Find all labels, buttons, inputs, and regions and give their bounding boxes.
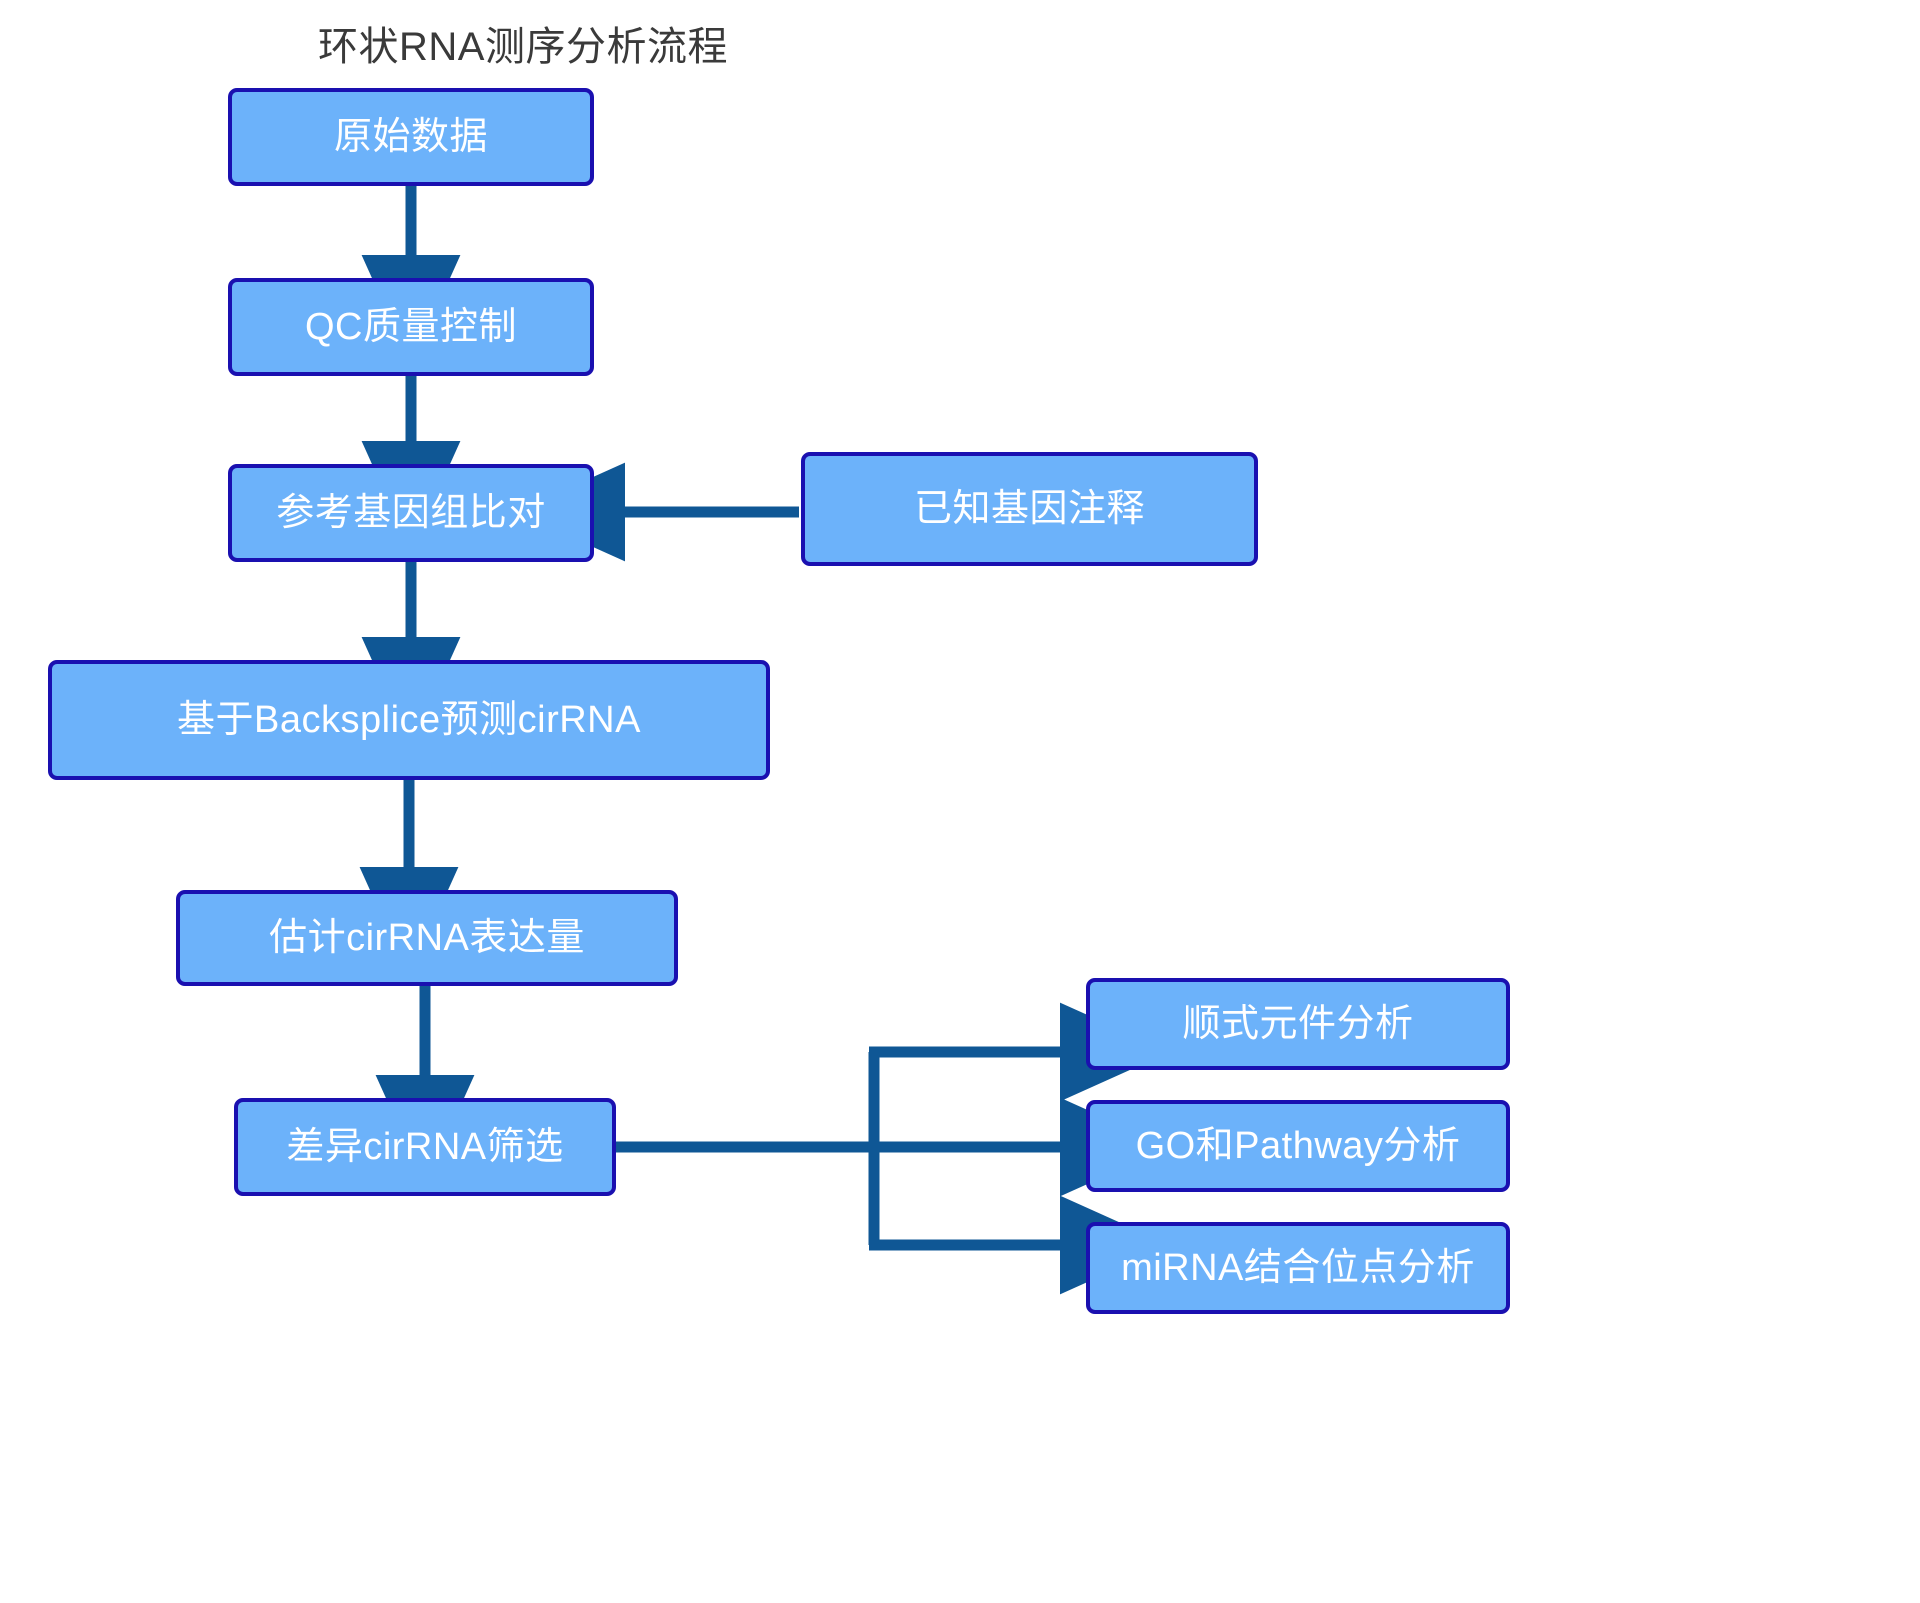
node-expression[interactable]: 估计cirRNA表达量 bbox=[176, 890, 678, 986]
node-raw-data[interactable]: 原始数据 bbox=[228, 88, 594, 186]
edge-diff-branch-trunk bbox=[616, 1052, 880, 1245]
page-title: 环状RNA测序分析流程 bbox=[318, 25, 728, 69]
node-backsplice[interactable]: 基于Backsplice预测cirRNA bbox=[48, 660, 770, 780]
node-go-pathway[interactable]: GO和Pathway分析 bbox=[1086, 1100, 1510, 1192]
node-cis-element[interactable]: 顺式元件分析 bbox=[1086, 978, 1510, 1070]
node-qc[interactable]: QC质量控制 bbox=[228, 278, 594, 376]
node-diff-screen[interactable]: 差异cirRNA筛选 bbox=[234, 1098, 616, 1196]
node-genome-align[interactable]: 参考基因组比对 bbox=[228, 464, 594, 562]
node-mirna-binding[interactable]: miRNA结合位点分析 bbox=[1086, 1222, 1510, 1314]
node-gene-annotation[interactable]: 已知基因注释 bbox=[801, 452, 1258, 566]
